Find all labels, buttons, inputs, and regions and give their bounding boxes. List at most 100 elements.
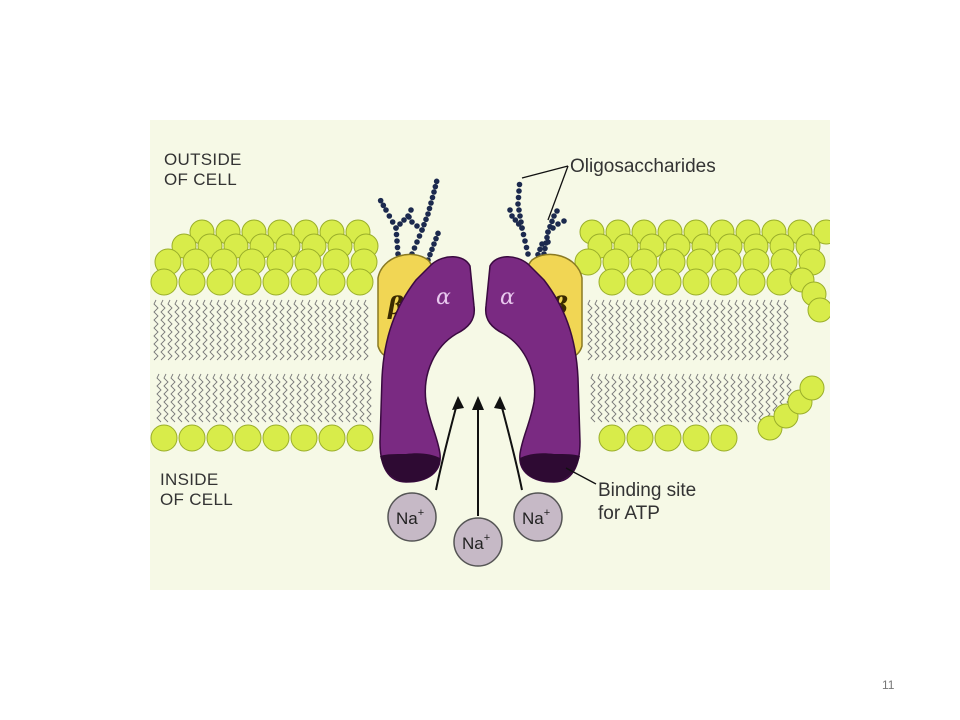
lipid-tail-upper bbox=[692, 299, 698, 361]
lipid-tail-lower bbox=[205, 373, 211, 423]
lipid-head-inner bbox=[290, 424, 318, 452]
ion-charge: + bbox=[418, 507, 424, 519]
lipid-head-inner bbox=[626, 424, 654, 452]
sugar-bead bbox=[409, 219, 415, 225]
lipid-tail-lower bbox=[681, 373, 687, 423]
sugar-bead bbox=[433, 178, 440, 185]
lipid-tail-lower bbox=[156, 373, 162, 423]
lipid-head-back bbox=[813, 219, 830, 245]
alpha-label-left: α bbox=[436, 285, 451, 310]
lipid-tail-upper bbox=[167, 299, 173, 361]
lipid-head-inner bbox=[178, 424, 206, 452]
sugar-bead bbox=[561, 218, 567, 224]
sugar-bead bbox=[401, 217, 407, 223]
sugar-bead bbox=[545, 229, 551, 235]
lipid-tail-lower bbox=[303, 373, 309, 423]
lipid-tail-upper bbox=[279, 299, 285, 361]
arrow-left bbox=[435, 399, 459, 491]
lipid-tail-lower bbox=[198, 373, 204, 423]
arrowhead-left bbox=[452, 396, 464, 410]
lipid-head-front bbox=[766, 268, 794, 296]
lipid-tail-upper bbox=[356, 299, 362, 361]
lipid-tail-lower bbox=[653, 373, 659, 423]
lipid-head-inner bbox=[682, 424, 710, 452]
sugar-bead bbox=[389, 219, 396, 225]
sugar-bead bbox=[516, 188, 522, 194]
lipid-tail-lower bbox=[226, 373, 232, 423]
oligosaccharides-label: Oligosaccharides bbox=[570, 156, 716, 177]
outside-of-cell-label: OUTSIDE OF CELL bbox=[164, 150, 242, 191]
sugar-bead bbox=[520, 231, 527, 238]
lipid-tail-upper bbox=[342, 299, 348, 361]
lipid-tail-upper bbox=[713, 299, 719, 361]
lipid-tail-lower bbox=[247, 373, 253, 423]
sodium-ion-left: Na+ bbox=[387, 492, 437, 542]
lipid-tail-upper bbox=[769, 299, 775, 361]
sugar-bead bbox=[397, 221, 403, 227]
arrowhead-center bbox=[472, 396, 484, 410]
lipid-tail-upper bbox=[720, 299, 726, 361]
oligo-leader-2 bbox=[547, 165, 569, 221]
sugar-bead bbox=[515, 221, 522, 227]
lipid-head-front bbox=[318, 268, 346, 296]
lipid-head-front bbox=[290, 268, 318, 296]
sugar-bead bbox=[431, 241, 437, 247]
ion-flow-arrows bbox=[435, 396, 523, 516]
lipid-head-front bbox=[178, 268, 206, 296]
sugar-bead bbox=[427, 251, 433, 258]
lipid-tail-upper bbox=[202, 299, 208, 361]
sugar-bead bbox=[516, 207, 522, 213]
ion-symbol: Na bbox=[462, 534, 484, 553]
lipid-head-front bbox=[598, 268, 626, 296]
sugar-bead bbox=[431, 189, 437, 195]
alpha-subunit-right: α bbox=[484, 256, 581, 483]
lipid-tail-upper bbox=[314, 299, 320, 361]
lipid-tail-lower bbox=[345, 373, 351, 423]
oligosaccharide-chains bbox=[377, 178, 567, 263]
lipid-tail-upper bbox=[594, 299, 600, 361]
lipid-tail-lower bbox=[604, 373, 610, 423]
lipid-tail-lower bbox=[261, 373, 267, 423]
lipid-head-inner bbox=[318, 424, 346, 452]
lipid-head-edge bbox=[799, 375, 825, 401]
sugar-bead bbox=[429, 194, 436, 201]
lipid-tail-upper bbox=[622, 299, 628, 361]
sugar-bead bbox=[380, 202, 387, 209]
lipid-tail-upper bbox=[643, 299, 649, 361]
lipid-tail-upper bbox=[776, 299, 782, 361]
lipid-tail-lower bbox=[751, 373, 757, 423]
lipid-tail-lower bbox=[590, 373, 596, 423]
lipid-head-front bbox=[682, 268, 710, 296]
lipid-tail-upper bbox=[216, 299, 222, 361]
inner-leaflet-heads bbox=[150, 375, 825, 452]
lipid-tail-lower bbox=[310, 373, 316, 423]
lipid-head-edge bbox=[807, 297, 830, 323]
lipid-head-front bbox=[206, 268, 234, 296]
sugar-bead bbox=[545, 239, 551, 245]
lipid-tail-lower bbox=[646, 373, 652, 423]
lipid-tail-lower bbox=[317, 373, 323, 423]
sugar-bead bbox=[539, 241, 545, 247]
lipid-tail-upper bbox=[748, 299, 754, 361]
lipid-tail-lower bbox=[163, 373, 169, 423]
lipid-head-back bbox=[574, 248, 602, 276]
lipid-tail-upper bbox=[587, 299, 593, 361]
lipid-tail-upper bbox=[265, 299, 271, 361]
lipid-tail-upper bbox=[195, 299, 201, 361]
sugar-bead bbox=[433, 235, 439, 242]
lipid-head-front bbox=[346, 268, 374, 296]
front-lipid-heads bbox=[150, 267, 830, 323]
lipid-tail-lower bbox=[184, 373, 190, 423]
lipid-tail-lower bbox=[359, 373, 365, 423]
binding-label-line2: for ATP bbox=[598, 502, 660, 524]
lipid-tail-lower bbox=[632, 373, 638, 423]
lipid-tail-lower bbox=[674, 373, 680, 423]
lipid-tail-lower bbox=[730, 373, 736, 423]
outside-label-line2: OF CELL bbox=[164, 170, 237, 190]
lipid-tail-upper bbox=[335, 299, 341, 361]
sugar-bead bbox=[414, 223, 420, 229]
lipid-tail-lower bbox=[625, 373, 631, 423]
lipid-tail-lower bbox=[233, 373, 239, 423]
lipid-tail-lower bbox=[296, 373, 302, 423]
lipid-head-inner bbox=[710, 424, 738, 452]
